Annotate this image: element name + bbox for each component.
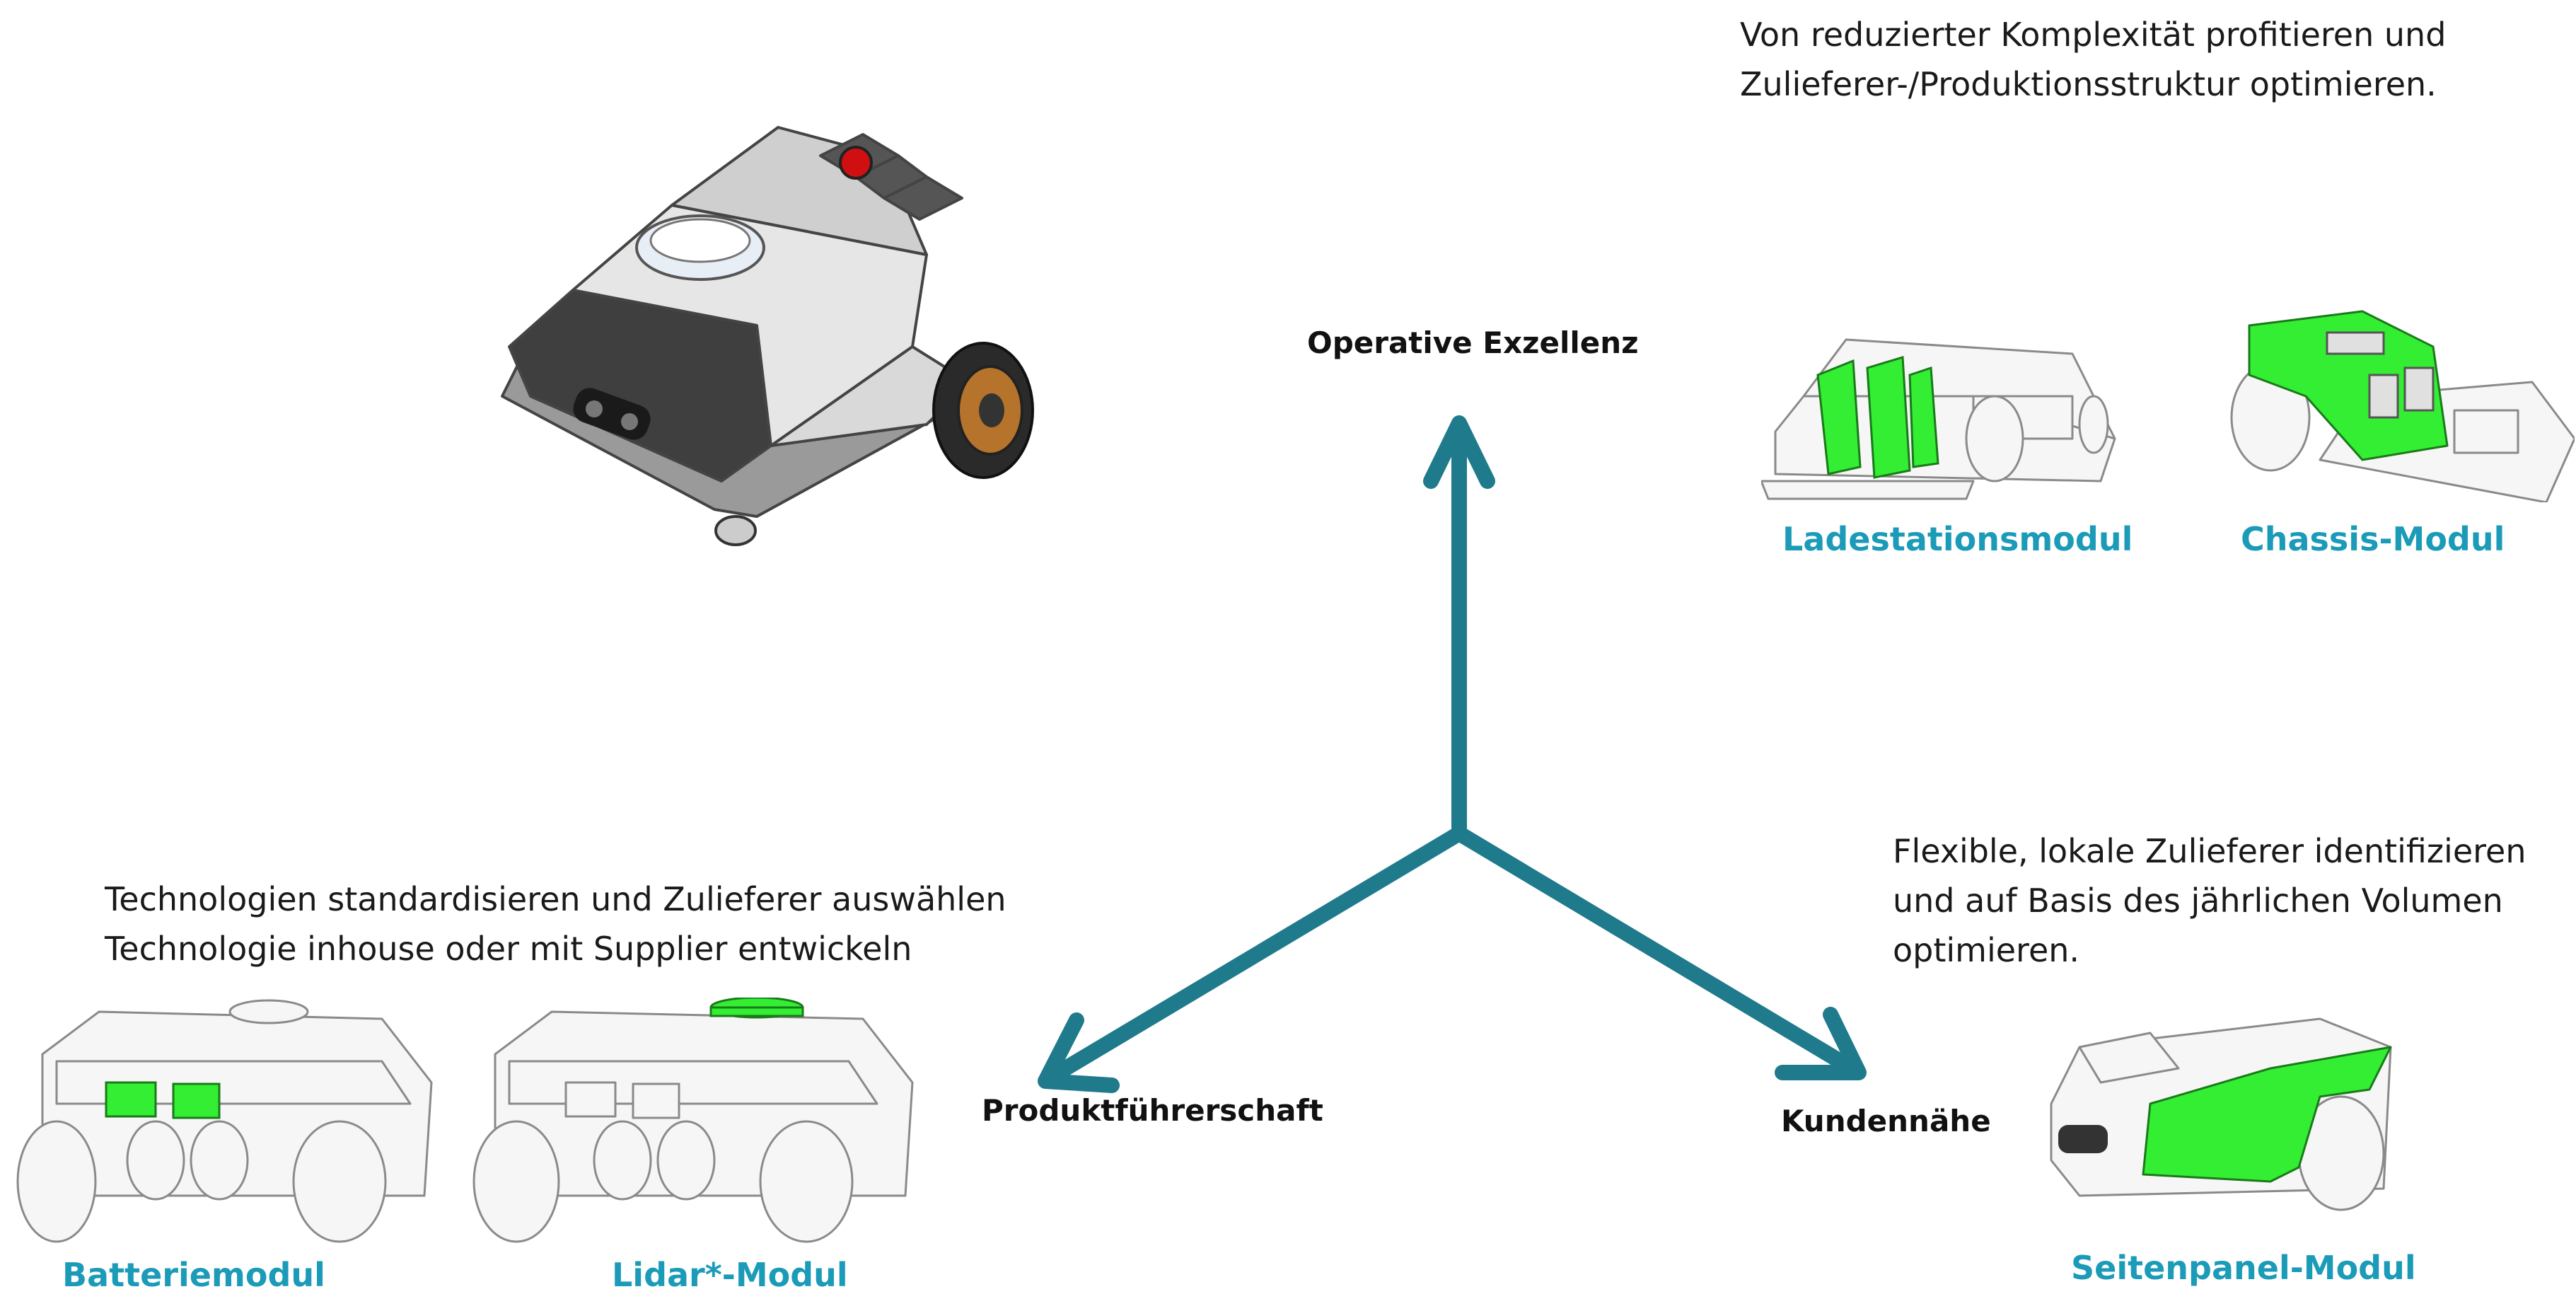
chassis-highlight [2248, 310, 2449, 461]
axis-line-left [1046, 826, 1467, 1083]
description-left: Technologien standardisieren und Zuliefe… [105, 880, 1006, 968]
ladestation-module-illustration [1761, 338, 2116, 500]
batterie-highlight [105, 1081, 221, 1119]
axis-line-right [1451, 826, 1857, 1075]
seitenpanel-module-illustration [2050, 1017, 2392, 1211]
axis-arrowhead-right [1775, 1007, 1867, 1080]
chassis-module-illustration [2230, 310, 2575, 502]
emergency-stop-icon [839, 146, 873, 180]
lidar-highlight [709, 998, 804, 1019]
module-label-ladestation: Ladestationsmodul [1782, 520, 2133, 558]
description-top-right: Von reduzierter Komplexität profitieren … [1740, 16, 2447, 103]
module-label-lidar: Lidar*-Modul [612, 1256, 848, 1294]
lidar-module-illustration [472, 998, 914, 1243]
camera-icon [2058, 1125, 2108, 1153]
batterie-module-illustration [16, 999, 433, 1243]
module-label-batterie: Batteriemodul [62, 1256, 325, 1294]
module-label-seitenpanel: Seitenpanel-Modul [2071, 1249, 2416, 1287]
axis-arrowhead-up [1423, 415, 1495, 489]
axis-label-produktfuehrerschaft: Produktführerschaft [982, 1093, 1323, 1128]
wheel-icon [932, 342, 1034, 479]
module-label-chassis: Chassis-Modul [2241, 520, 2505, 558]
axis-label-operative-exzellenz: Operative Exzellenz [1307, 325, 1639, 360]
ladestation-highlight [1816, 356, 1939, 479]
axis-label-kundennaehe: Kundennähe [1781, 1104, 1991, 1138]
description-right: Flexible, lokale Zulieferer identifizier… [1893, 832, 2526, 969]
axis-arrowhead-left [1038, 1012, 1120, 1093]
seitenpanel-highlight [2142, 1046, 2392, 1183]
robot-main-illustration [501, 126, 1034, 546]
